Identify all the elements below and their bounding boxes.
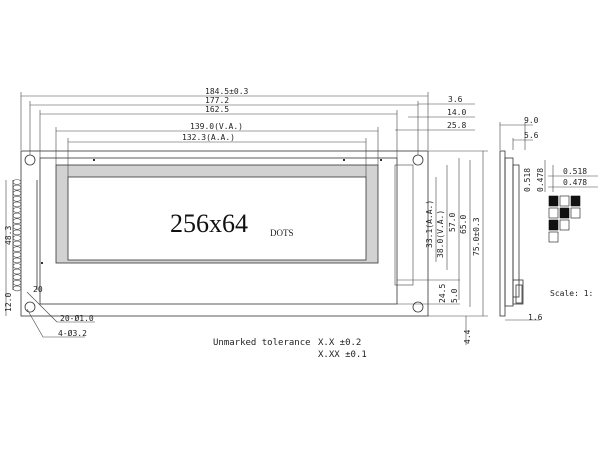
mount-hole-icon (24, 154, 36, 166)
dot-pixel (570, 195, 581, 207)
dot-pixel (548, 207, 559, 219)
pin-icon (12, 263, 22, 269)
pin-icon (12, 207, 22, 213)
pin-icon (12, 274, 22, 281)
dim-width-3: 162.5 (205, 105, 229, 114)
dim-width-outer: 184.5±0.3 (205, 87, 249, 96)
pin-icon (12, 279, 22, 286)
dim-hole-mount: 4-Ø3.2 (58, 328, 87, 338)
dim-pixel-0518-v: 0.518 (523, 168, 532, 192)
tolerance-xxx: X.XX ±0.1 (318, 350, 367, 360)
dim-va-height: 38.0(V.A.) (436, 210, 445, 258)
pin-header (12, 179, 22, 292)
mount-hole-icon (412, 154, 424, 166)
dim-h-5: 5.0 (450, 288, 459, 303)
scale-label: Scale: 1: (550, 289, 593, 298)
tolerance-label: Unmarked tolerance (213, 338, 311, 348)
dim-h-65: 65.0 (459, 215, 468, 234)
pin-icon (12, 224, 22, 230)
resolution-unit: DOTS (270, 228, 294, 238)
pin-icon (12, 218, 22, 224)
front-view (12, 150, 460, 317)
tolerance-xx: X.X ±0.2 (318, 338, 361, 348)
dim-left-48-3: 48.3 (4, 226, 13, 245)
active-area (67, 176, 367, 261)
dim-va-width: 139.0(V.A.) (190, 122, 243, 131)
pin-icon (12, 196, 22, 202)
pin-icon (12, 184, 22, 191)
left-dimensions: 48.3 12.0 20 20-Ø1.0 4-Ø3.2 (4, 180, 95, 338)
dim-right-3: 25.8 (447, 121, 466, 130)
bezel-outline (39, 157, 398, 305)
pin-icon (12, 235, 22, 241)
dim-side-9: 9.0 (524, 116, 539, 125)
dot-pixel (559, 219, 570, 231)
mount-hole-icon (24, 301, 36, 313)
pin-icon (12, 252, 22, 258)
pin-icon (12, 257, 22, 264)
dim-side-1-6: 1.6 (528, 313, 543, 322)
dot-pixel (548, 219, 559, 231)
dot-pixel (548, 231, 559, 243)
pin-icon (12, 229, 22, 236)
pin-icon (12, 201, 22, 208)
dim-side-5-6: 5.6 (524, 131, 539, 140)
dim-pixel-0518-h: 0.518 (563, 167, 587, 176)
dim-height-outer: 75.0±0.3 (472, 217, 481, 256)
side-view: 9.0 5.6 1.6 (499, 116, 543, 322)
dim-h-4-4: 4.4 (463, 329, 472, 344)
pixel-detail-dims: 0.518 0.478 0.518 0.478 (523, 160, 598, 192)
dim-hole-pins: 20-Ø1.0 (60, 313, 94, 323)
pin-icon (12, 285, 22, 292)
mount-hole-icon (412, 301, 424, 313)
pixel-detail (548, 195, 581, 243)
dim-pixel-0478-h: 0.478 (563, 178, 587, 187)
dim-left-12: 12.0 (4, 293, 13, 312)
dim-pixel-0478-v: 0.478 (536, 168, 545, 192)
top-dimensions: 184.5±0.3 177.2 162.5 139.0(V.A.) 132.3(… (20, 87, 475, 177)
dim-h-24-5: 24.5 (438, 284, 447, 303)
dot-pixel (559, 207, 570, 219)
pin-number-20: 20 (33, 285, 43, 294)
backlight-edge (394, 164, 414, 286)
dot-pixel (559, 195, 570, 207)
pin-icon (12, 212, 22, 219)
resolution-label: 256x64 (170, 209, 248, 238)
dim-aa-height: 33.1(A.A.) (425, 200, 434, 248)
dim-right-1: 3.6 (448, 95, 463, 104)
dim-h-57: 57.0 (448, 213, 457, 232)
dim-right-2: 14.0 (447, 108, 466, 117)
pin-icon (12, 179, 22, 185)
dim-width-2: 177.2 (205, 96, 229, 105)
right-dimensions: 33.1(A.A.) 38.0(V.A.) 57.0 65.0 75.0±0.3… (397, 150, 488, 345)
dim-aa-width: 132.3(A.A.) (182, 133, 235, 142)
pin-icon (12, 246, 22, 252)
dot-pixel (570, 207, 581, 219)
pin-icon (12, 190, 22, 196)
pin-icon (12, 240, 22, 247)
dot-pixel (548, 195, 559, 207)
pin-icon (12, 268, 22, 275)
